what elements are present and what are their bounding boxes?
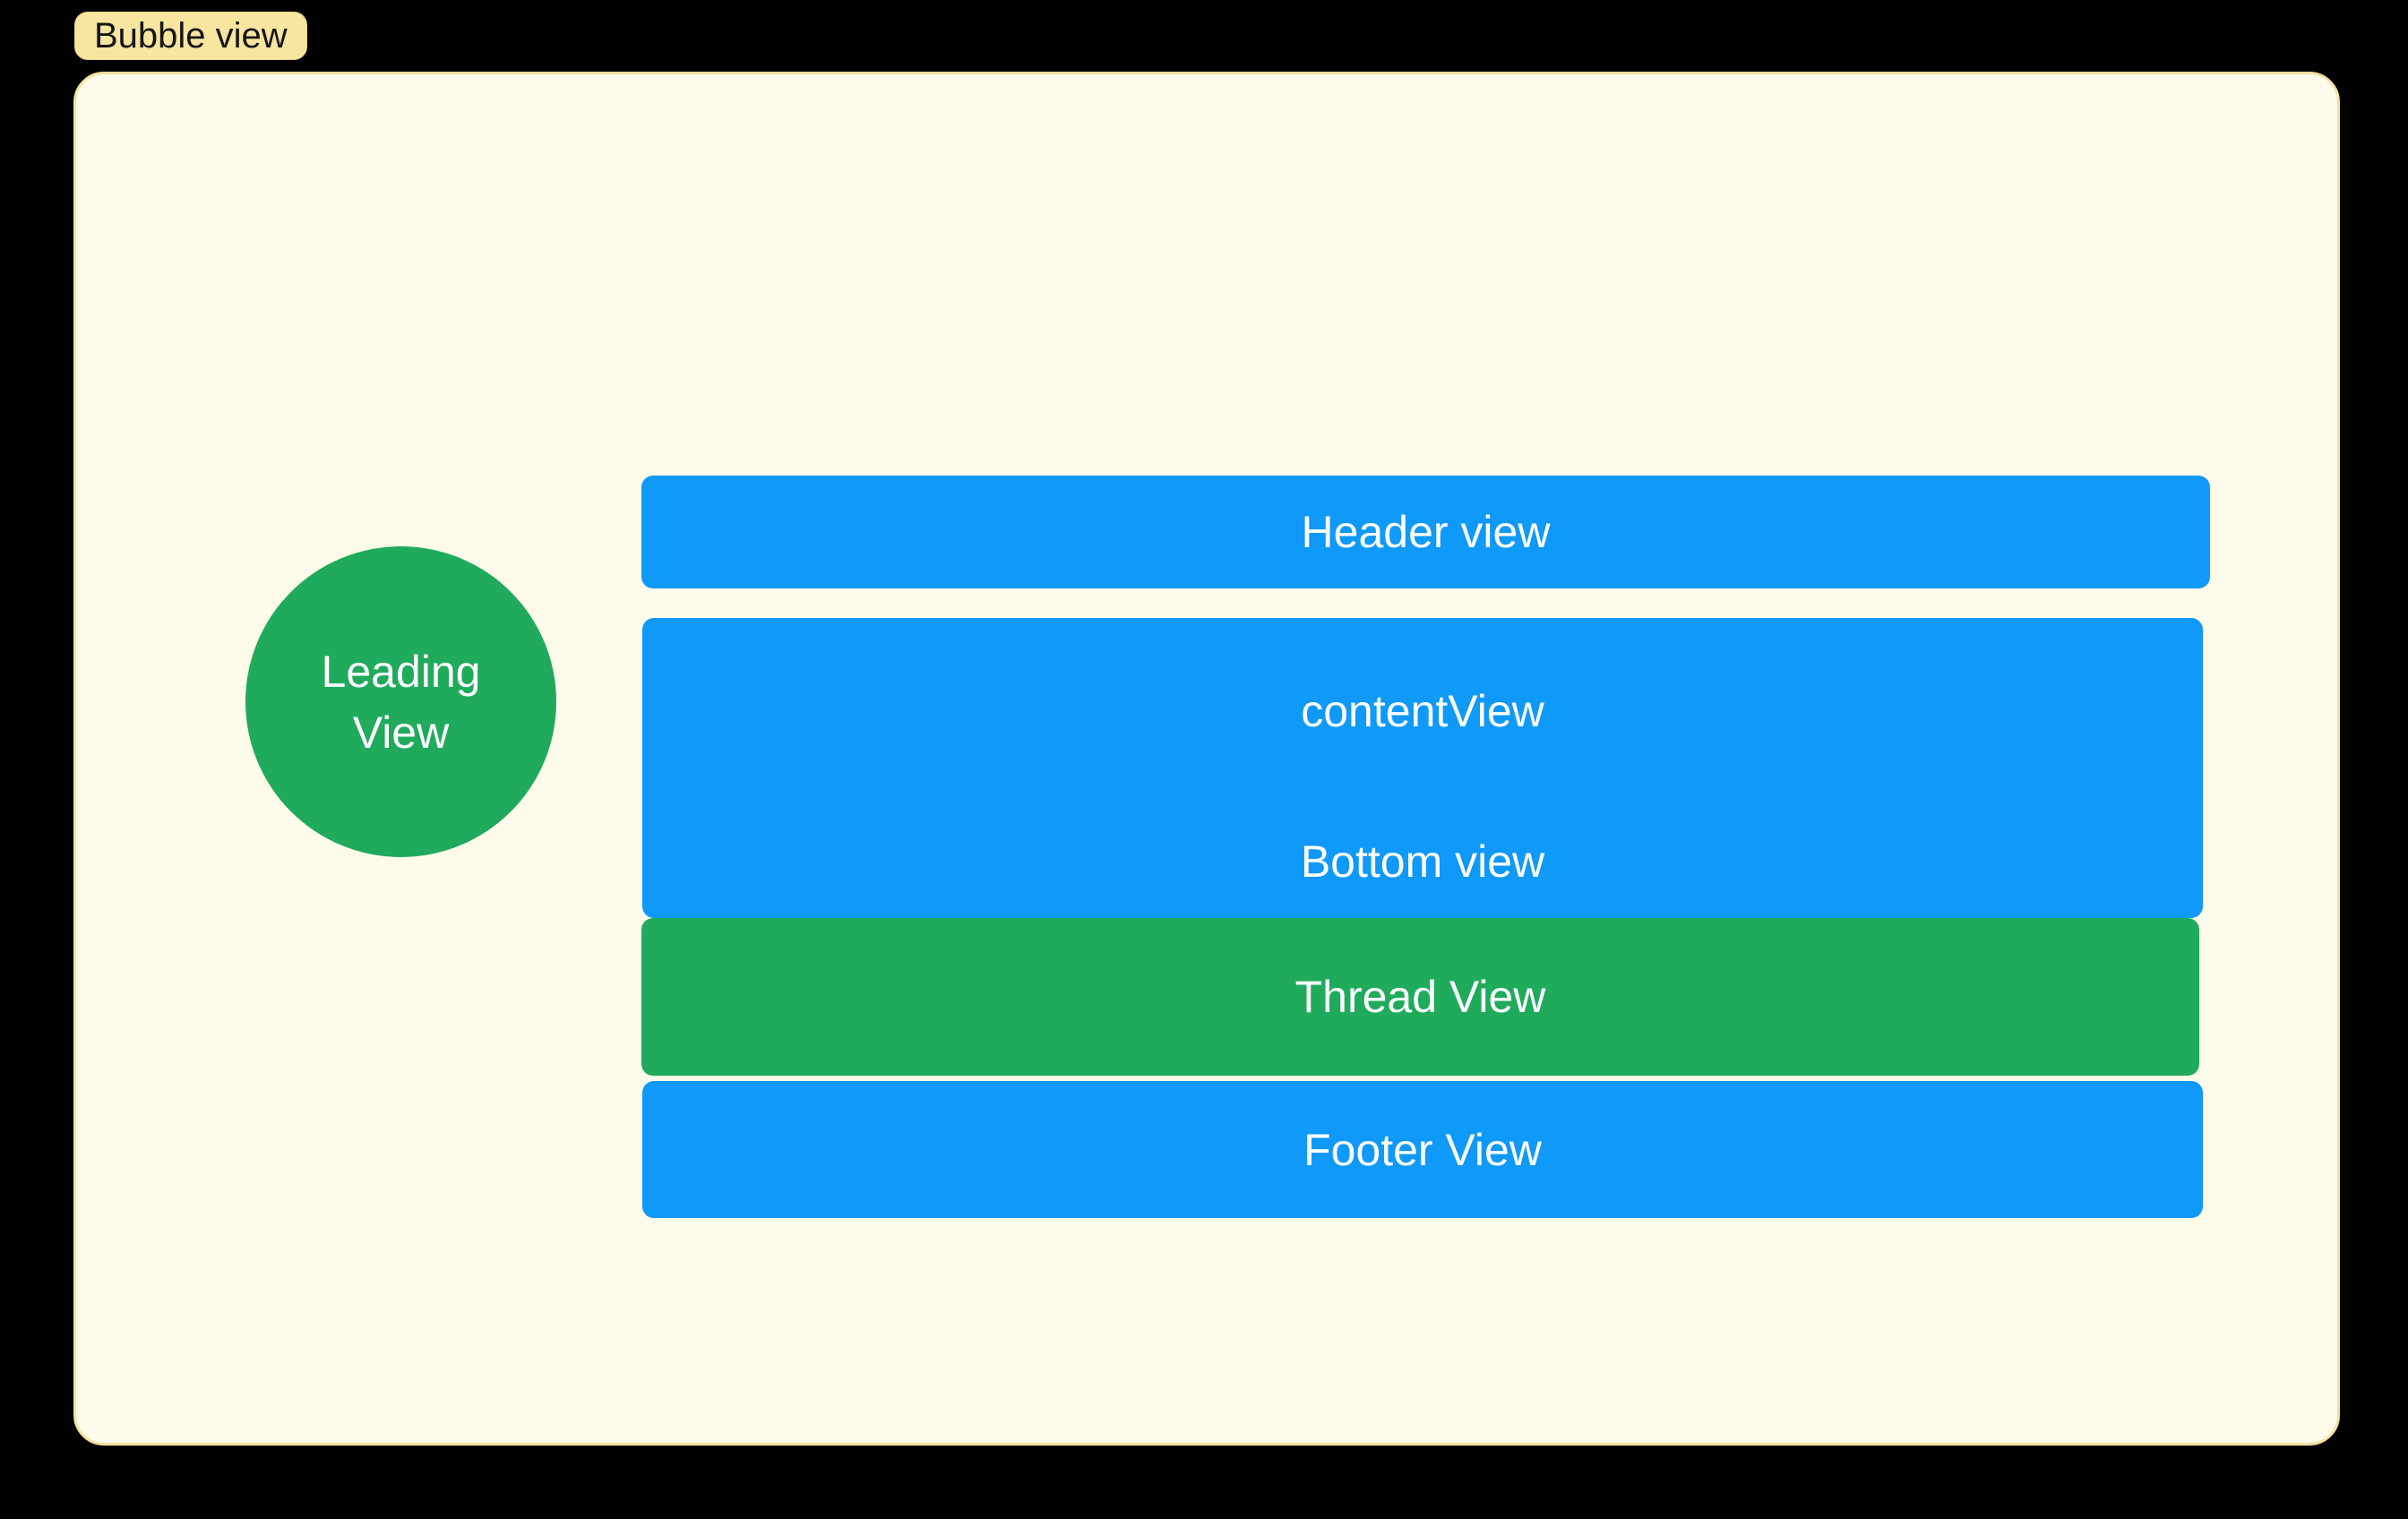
bottom-view-row: Bottom view [642, 804, 2203, 918]
header-view-label: Header view [1301, 507, 1551, 557]
leading-view-label-line2: View [352, 707, 450, 758]
canvas-panel: Leading View Header view contentView Bot… [73, 72, 2340, 1446]
thread-view-bar: Thread View [641, 918, 2199, 1076]
footer-view-bar: Footer View [642, 1081, 2203, 1218]
content-view-row: contentView [642, 618, 2203, 804]
bubble-view-tag: Bubble view [74, 12, 307, 60]
content-view-block: contentView Bottom view [642, 618, 2203, 918]
footer-view-label: Footer View [1303, 1124, 1542, 1175]
content-view-label: contentView [1301, 686, 1544, 736]
bubble-view-tag-label: Bubble view [94, 15, 288, 56]
thread-view-label: Thread View [1294, 972, 1546, 1022]
header-view-bar: Header view [641, 476, 2210, 588]
leading-view-label-line1: Leading [321, 646, 481, 697]
leading-view-circle: Leading View [245, 546, 556, 857]
bottom-view-label: Bottom view [1300, 836, 1545, 887]
